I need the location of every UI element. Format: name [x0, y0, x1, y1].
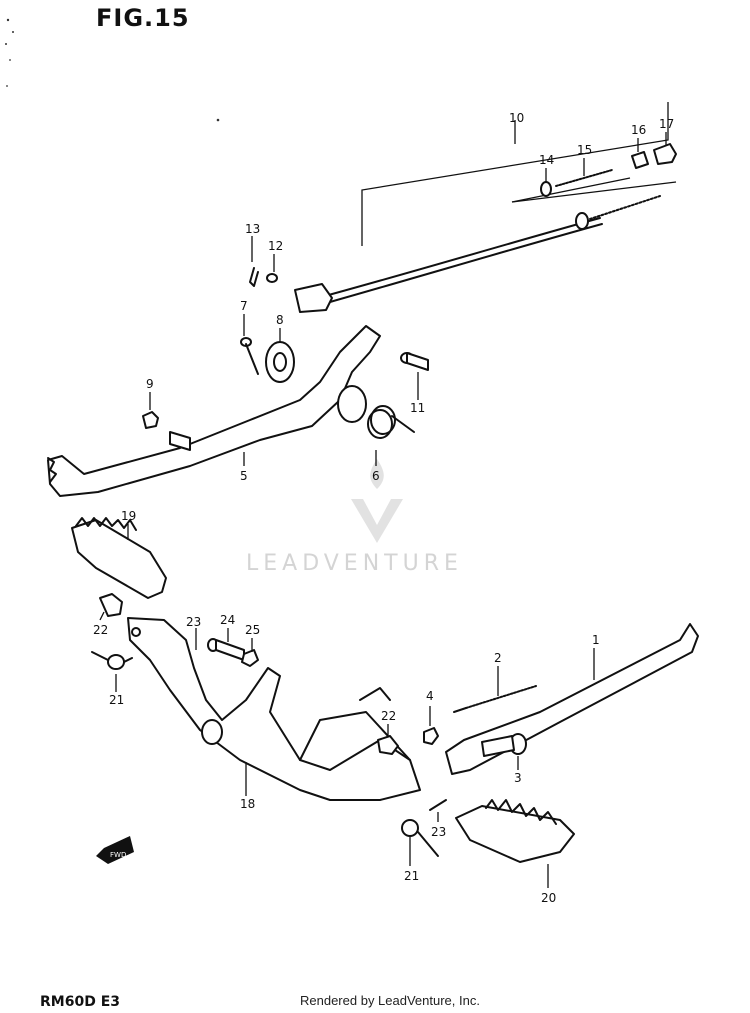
callout-21-right: 21: [404, 869, 419, 883]
callout-16: 16: [631, 123, 646, 137]
bracket-10: [361, 102, 669, 246]
forward-arrow-label: FWD: [110, 851, 126, 859]
part-18-footrest-bracket: [127, 617, 421, 801]
callout-13: 13: [245, 222, 260, 236]
callout-labels: 1 2 3 4 5 6 7 8 9 10 11 12 13 14 15 16 1…: [93, 111, 674, 905]
callout-15: 15: [577, 143, 592, 157]
part-7-pin: [240, 337, 259, 375]
part-6-return-spring: [367, 405, 415, 439]
part-20-footrest-right: [455, 799, 575, 863]
callout-6: 6: [372, 469, 380, 483]
part-14-washer: [540, 181, 552, 197]
part-16-nut: [631, 151, 649, 169]
callout-23-left: 23: [186, 615, 201, 629]
part-12-washer: [266, 273, 278, 283]
cable-adjuster-lines: [511, 177, 677, 203]
callout-23-right: 23: [431, 825, 446, 839]
part-11-pivot-bolt: [400, 352, 429, 371]
leader-lines: [99, 132, 667, 888]
part-24-bolt: [207, 638, 245, 661]
callout-2: 2: [494, 651, 502, 665]
callout-1: 1: [592, 633, 600, 647]
callout-5: 5: [240, 469, 248, 483]
brake-cable: [294, 195, 661, 313]
callout-20: 20: [541, 891, 556, 905]
callout-24: 24: [220, 613, 235, 627]
callout-11: 11: [410, 401, 425, 415]
callout-19: 19: [121, 509, 136, 523]
callout-7: 7: [240, 299, 248, 313]
part-15-spring: [555, 169, 613, 187]
part-4-nut: [423, 727, 439, 745]
callout-22-left: 22: [93, 623, 108, 637]
part-23-pin-right: [429, 799, 447, 811]
callout-25: 25: [245, 623, 260, 637]
callout-22-right: 22: [381, 709, 396, 723]
callout-14: 14: [539, 153, 554, 167]
scan-specks: [5, 18, 220, 122]
callout-12: 12: [268, 239, 283, 253]
leadventure-logo: [351, 459, 403, 543]
forward-arrow: FWD: [96, 836, 134, 864]
part-2-stand-spring: [453, 685, 537, 713]
part-22-rubber: [99, 593, 123, 617]
callout-9: 9: [146, 377, 154, 391]
figure-title: FIG.15: [96, 4, 190, 32]
part-19-footrest: [71, 517, 167, 599]
callout-3: 3: [514, 771, 522, 785]
part-13-cotter-pin: [249, 267, 259, 287]
footer-credit: Rendered by LeadVenture, Inc.: [300, 993, 480, 1008]
part-17-nut: [653, 143, 677, 165]
callout-4: 4: [426, 689, 434, 703]
part-5-brake-pedal: [47, 325, 381, 497]
callout-10: 10: [509, 111, 524, 125]
model-code: RM60D E3: [40, 994, 120, 1010]
part-21-spring-left: [91, 651, 133, 670]
part-3-stand-bolt: [481, 733, 527, 757]
part-8-washer: [265, 341, 295, 383]
part-22-rubber-right: [377, 735, 399, 755]
callout-18: 18: [240, 797, 255, 811]
callout-17: 17: [659, 117, 674, 131]
watermark-text: LEADVENTURE: [246, 551, 463, 576]
callout-8: 8: [276, 313, 284, 327]
part-9-nut: [142, 411, 159, 429]
callout-21-left: 21: [109, 693, 124, 707]
